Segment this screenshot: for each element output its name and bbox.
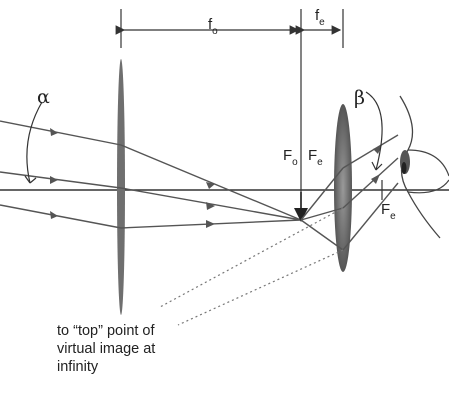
focal-length-dimensions [115,9,344,48]
ray-mid-eye [300,207,344,221]
ray-bot-in [0,204,122,229]
ray-arrow [50,176,58,184]
ray-bot-eye [300,167,344,221]
incoming-rays [0,120,122,229]
virtual-image-rays [159,207,344,326]
exit-ray-arrows [371,145,382,184]
caption-line-3: infinity [57,359,99,375]
ray-arrow [206,202,215,210]
eye-lid-lower [407,179,449,194]
eye-lid [407,149,449,177]
alpha-arc [26,101,43,184]
ray-mid-mid [120,187,302,221]
ray-arrow [371,174,380,184]
caption-line-2: virtual image at [57,341,156,357]
incoming-ray-arrows [50,128,58,219]
label-fo: fo [208,16,218,37]
label-alpha: α [37,86,50,108]
exit-rays [342,134,399,251]
eye [399,95,449,239]
objective-lens [117,59,125,315]
ray-mid-in [0,171,122,189]
label-Fo: Fo [283,147,298,168]
beta-arc [365,91,383,171]
ray-arrow [50,128,58,136]
ray-exit-1 [342,134,399,169]
eyepiece-lens [334,104,352,272]
label-fe: fe [315,7,325,28]
alpha-arc-arrowhead [24,175,37,184]
caption-line-1: to “top” point of [57,323,155,339]
ray-arrow [206,220,215,228]
virtual-image-caption: to “top” point of virtual image at infin… [57,322,197,376]
ray-top-mid [120,144,302,221]
ray-exit-3 [342,182,399,251]
ray-arrow [206,182,215,189]
label-Fe-left: Fe [308,147,323,168]
beta-arc-arrowhead [371,161,383,171]
diverging-rays [300,167,344,251]
dotted-ray-lower [177,249,344,326]
ray-arrow [373,145,382,154]
label-beta: β [354,87,365,109]
intermediate-image-arrowhead [294,208,308,222]
ray-exit-2 [342,157,399,209]
alpha-angle [24,101,43,184]
ray-top-eye [300,219,344,251]
beta-angle [365,91,383,171]
pupil-dark [401,162,407,174]
ray-top-in [0,120,122,146]
label-Fe-right: Fe [381,201,396,222]
converging-ray-arrows [206,182,215,228]
ray-arrow [50,211,58,219]
